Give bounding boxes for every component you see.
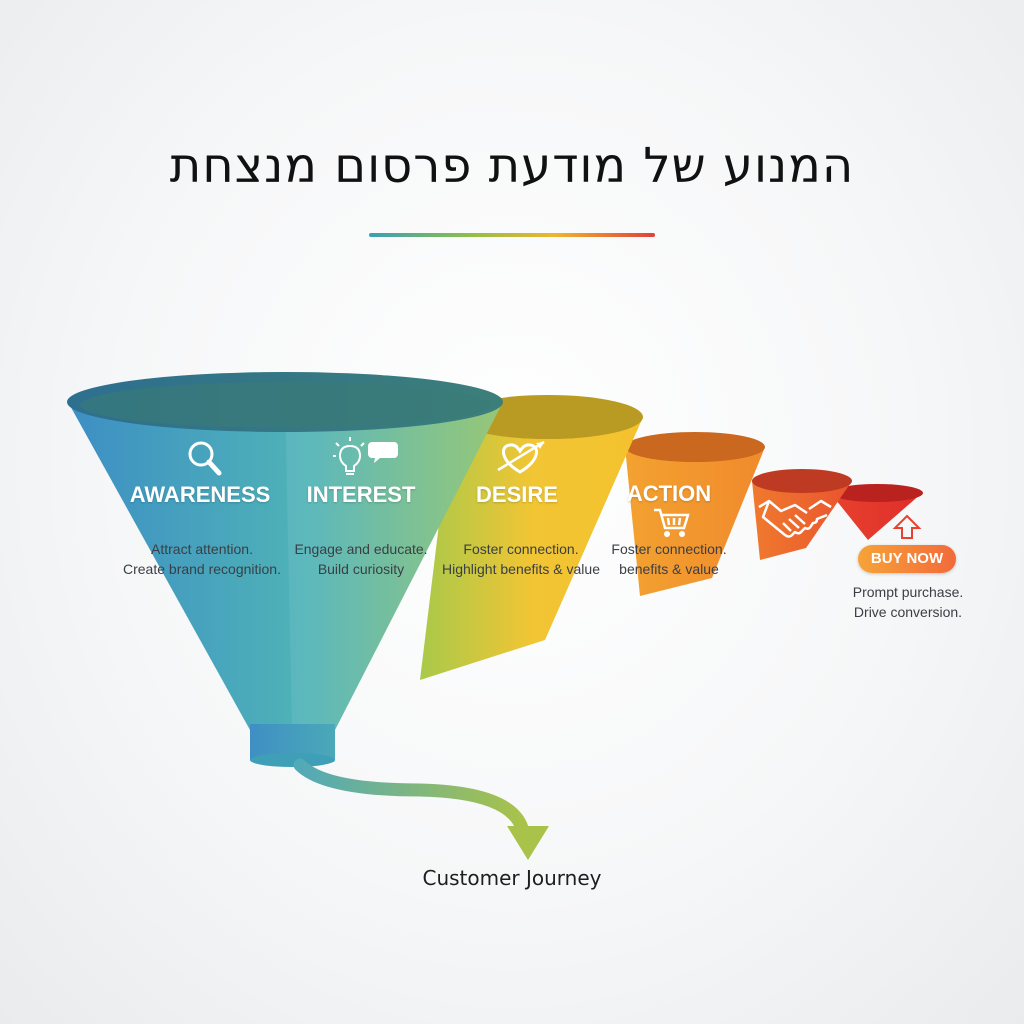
funnel-spout — [250, 724, 335, 767]
buy-now-button[interactable]: BUY NOW — [858, 545, 956, 573]
stage-label-awareness: AWARENESS — [129, 482, 271, 507]
funnel-segment-red — [831, 484, 923, 540]
customer-journey-label: Customer Journey — [422, 866, 602, 890]
stage-desc-interest: Engage and educate. Build curiosity — [294, 541, 428, 577]
stage-desc-buy-now: Prompt purchase. Drive conversion. — [852, 584, 964, 620]
stage-desc-action: Foster connection. benefits & value — [611, 541, 727, 577]
funnel-segment-main — [67, 372, 503, 730]
stage-label-interest: INTEREST — [306, 482, 416, 507]
title-divider — [369, 233, 655, 237]
stage-desc-awareness: Attract attention. Create brand recognit… — [123, 541, 281, 577]
shopping-cart-icon — [654, 508, 690, 537]
funnel-segment-orange — [625, 432, 765, 596]
stage-desc-desire: Foster connection. Highlight benefits & … — [442, 541, 600, 577]
heart-arrow-icon — [497, 440, 545, 474]
stage-label-desire: DESIRE — [476, 482, 558, 507]
arrow-up-icon — [892, 514, 922, 539]
magnifier-icon — [188, 441, 222, 476]
page-title: המנוע של מודעת פרסום מנצחת — [169, 138, 855, 194]
journey-arrow — [293, 758, 549, 860]
lightbulb-chat-icon — [333, 437, 398, 475]
handshake-icon — [758, 499, 832, 538]
stage-label-action: ACTION — [626, 481, 712, 506]
